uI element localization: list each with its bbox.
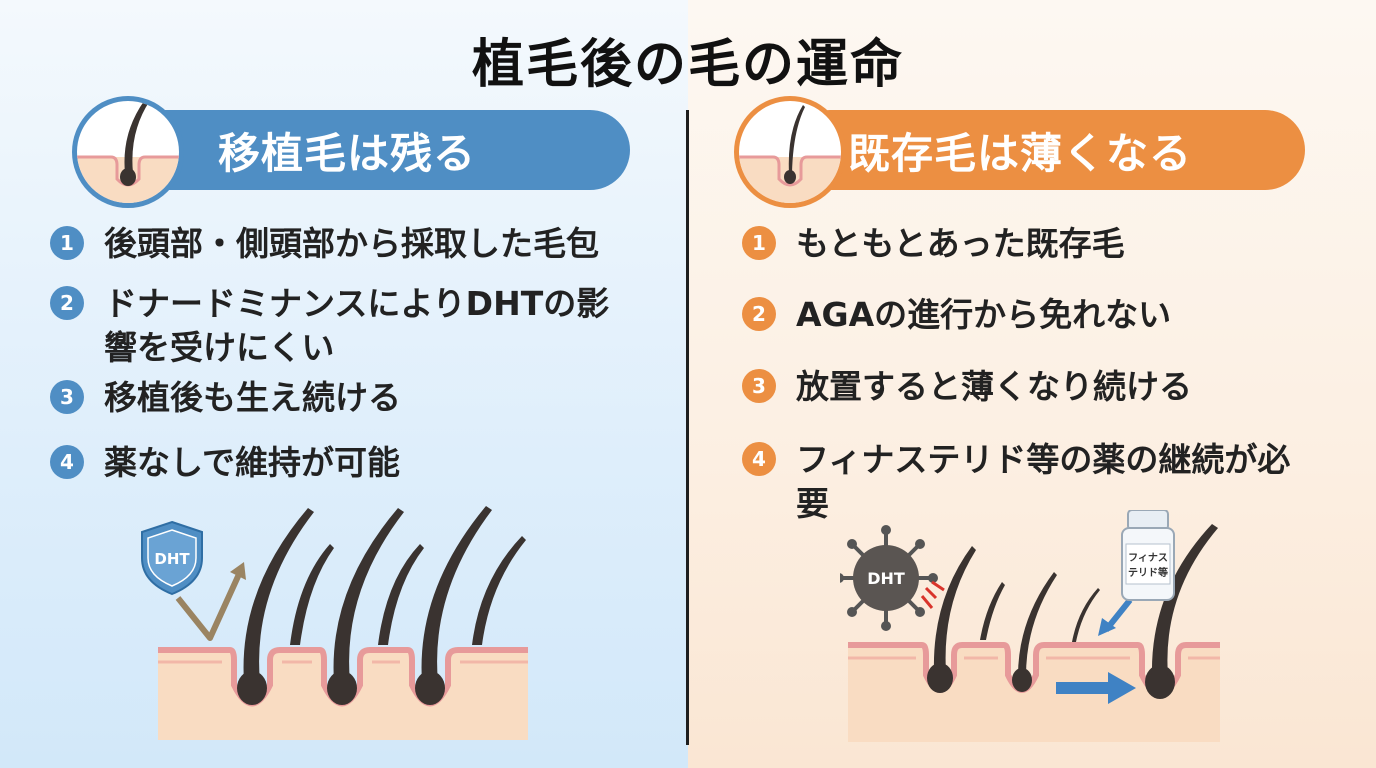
deflect-arrow-icon bbox=[175, 570, 243, 641]
transplanted-hair-illustration: DHT bbox=[141, 506, 528, 740]
left-banner: 移植毛は残る bbox=[118, 110, 630, 190]
hair-strand bbox=[980, 582, 1005, 640]
center-divider bbox=[686, 110, 689, 745]
right-banner: 既存毛は薄くなる bbox=[790, 110, 1305, 190]
dht-virus-icon: DHT bbox=[840, 525, 938, 631]
left-list-item-3: 3 移植後も生え続ける bbox=[50, 376, 664, 420]
page-title: 植毛後の毛の運命 bbox=[471, 35, 904, 95]
bottle-label-line2: テリド等 bbox=[1128, 566, 1168, 579]
number-badge: 1 bbox=[742, 226, 776, 260]
left-item-text: 後頭部・側頭部から採取した毛包 bbox=[104, 224, 599, 263]
number-badge: 1 bbox=[50, 226, 84, 260]
right-banner-label: 既存毛は薄くなる bbox=[848, 128, 1193, 178]
skin-layer bbox=[848, 645, 1220, 742]
hair-strand bbox=[290, 544, 334, 645]
shield-icon: DHT bbox=[141, 520, 203, 596]
hair-strand bbox=[333, 508, 404, 682]
existing-hair-illustration: DHT フィナス テリド等 bbox=[840, 510, 1220, 742]
bottle-label-line1: フィナス bbox=[1128, 552, 1168, 564]
left-item-text: 移植後も生え続ける bbox=[104, 378, 401, 417]
hair-strand bbox=[1018, 572, 1057, 676]
number-badge: 3 bbox=[742, 369, 776, 403]
left-banner-label: 移植毛は残る bbox=[218, 128, 477, 178]
left-item-text: ドナードミナンスによりDHTの影響を受けにくい bbox=[104, 284, 610, 367]
right-list-item-4: 4 フィナステリド等の薬の継続が必要 bbox=[742, 438, 1296, 526]
shield-label: DHT bbox=[154, 550, 190, 568]
hair-strand bbox=[378, 544, 424, 645]
left-item-text: 薬なしで維持が可能 bbox=[104, 443, 401, 482]
thin-hair-follicle-icon bbox=[734, 96, 846, 208]
right-item-text: フィナステリド等の薬の継続が必要 bbox=[796, 440, 1291, 523]
right-list-item-1: 1 もともとあった既存毛 bbox=[742, 222, 1356, 266]
left-list-item-2: 2 ドナードミナンスによりDHTの影響を受けにくい bbox=[50, 282, 614, 370]
right-list-item-2: 2 AGAの進行から免れない bbox=[742, 293, 1356, 337]
hair-bulb bbox=[927, 663, 953, 693]
number-badge: 3 bbox=[50, 380, 84, 414]
hair-bulb bbox=[1012, 668, 1032, 692]
number-badge: 4 bbox=[50, 445, 84, 479]
skin-layer bbox=[158, 650, 528, 740]
hair-follicle-icon bbox=[72, 96, 184, 208]
attack-mark-icon bbox=[920, 580, 945, 609]
virus-label: DHT bbox=[867, 569, 905, 588]
hair-strand bbox=[1151, 524, 1218, 676]
hair-strand bbox=[1072, 588, 1100, 642]
hair-strand bbox=[421, 506, 492, 682]
right-item-text: 放置すると薄くなり続ける bbox=[796, 367, 1192, 406]
left-list-item-1: 1 後頭部・側頭部から採取した毛包 bbox=[50, 222, 664, 266]
hair-strand bbox=[472, 536, 526, 645]
left-list-item-4: 4 薬なしで維持が可能 bbox=[50, 441, 664, 485]
number-badge: 2 bbox=[742, 297, 776, 331]
hair-strand bbox=[933, 546, 976, 672]
right-item-text: もともとあった既存毛 bbox=[796, 224, 1125, 263]
hair-strand bbox=[243, 508, 314, 682]
right-item-text: AGAの進行から免れない bbox=[796, 295, 1172, 334]
number-badge: 4 bbox=[742, 442, 776, 476]
right-list-item-3: 3 放置すると薄くなり続ける bbox=[742, 365, 1356, 409]
medicine-bottle-icon: フィナス テリド等 bbox=[1121, 510, 1175, 601]
number-badge: 2 bbox=[50, 286, 84, 320]
